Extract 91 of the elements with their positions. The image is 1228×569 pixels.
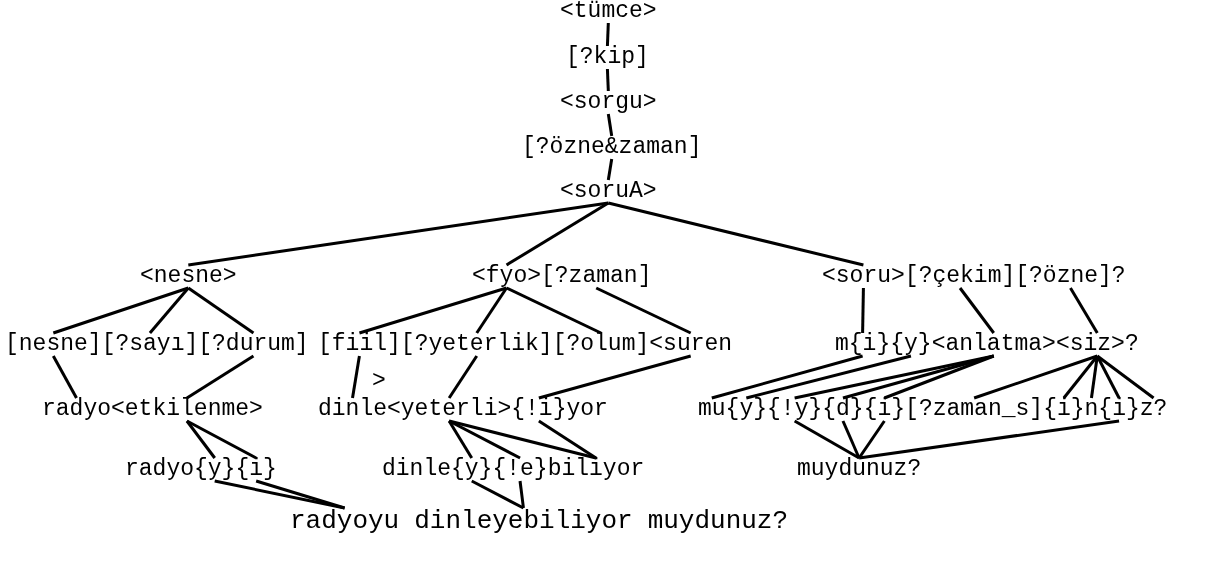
tree-line <box>1096 354 1155 400</box>
tree-node-label: {y} <box>194 458 236 481</box>
tree-node-label: <soru> <box>822 265 905 288</box>
tree-node-label: <suren <box>649 333 733 356</box>
tree-line <box>1095 355 1121 399</box>
tree-node-label: {!i} <box>511 398 567 421</box>
tree-node-label: <soruA> <box>560 180 657 203</box>
tree-node-label: [?olum] <box>552 333 650 356</box>
tree-line <box>471 479 525 510</box>
tree-line <box>475 287 508 334</box>
tree-node-label: muydunuz? <box>797 458 922 481</box>
tree-node-label: {y} <box>890 333 932 356</box>
tree-line <box>857 420 886 459</box>
tree-node-label: radyo <box>42 398 111 421</box>
tree-node-label: {!e} <box>492 458 548 481</box>
tree-line <box>861 287 865 334</box>
tree-line <box>793 419 860 460</box>
tree-node-label: <sorgu> <box>560 91 657 114</box>
tree-line <box>538 419 597 460</box>
tree-node-label: {y} <box>725 398 768 421</box>
tree-line <box>858 419 1120 460</box>
tree-node-label: <etkilenme> <box>111 398 263 421</box>
tree-line <box>52 286 189 335</box>
tree-node-label: {y} <box>451 458 493 481</box>
tree-node-label: {d} <box>822 398 864 421</box>
tree-line <box>841 420 861 459</box>
tree-node-label: [fiil] <box>318 333 401 356</box>
tree-line <box>351 355 361 399</box>
tree-node-label: [?zaman_s] <box>905 398 1044 421</box>
tree-line <box>606 113 614 137</box>
tree-text: dinle <box>382 458 451 481</box>
tree-line <box>52 355 78 399</box>
tree-node-label: n <box>1084 398 1099 421</box>
tree-line <box>187 286 255 335</box>
tree-line <box>607 201 864 267</box>
tree-node-label: [?sayı] <box>101 333 199 356</box>
tree-node-label: <siz>? <box>1055 333 1139 356</box>
tree-line <box>358 286 507 335</box>
tree-node-label: dinle <box>318 398 387 421</box>
tree-node-label: [?özne]? <box>1015 265 1126 288</box>
tree-line <box>148 287 190 334</box>
tree-line <box>447 420 473 459</box>
tree-line <box>973 354 1098 400</box>
tree-node-label: dinleyebiliyor <box>414 508 633 534</box>
tree-node-label: {!y} <box>767 398 823 421</box>
tree-line <box>606 158 614 181</box>
tree-node-label: {i} <box>1098 398 1140 421</box>
tree-node-label: m{i} <box>835 333 891 356</box>
tree-node-label: <tümce> <box>560 0 657 23</box>
tree-line <box>448 419 597 460</box>
tree-line <box>883 354 995 400</box>
tree-line <box>188 201 609 267</box>
tree-line <box>185 420 216 459</box>
tree-node-label: [?durum] <box>198 333 309 356</box>
tree-node-label: <anlatma> <box>931 333 1056 356</box>
tree-line <box>255 479 346 510</box>
tree-line <box>538 354 692 400</box>
tree-node-label: mu <box>698 398 726 421</box>
tree-node-label: {i} <box>235 458 277 481</box>
tree-line <box>605 68 610 92</box>
tree-node-label: {i} <box>863 398 906 421</box>
tree-node-label: [?yeterlik] <box>400 333 553 356</box>
tree-text: radyo <box>125 458 194 481</box>
tree-node-label: [?zaman] <box>541 265 652 288</box>
tree-line <box>745 354 912 400</box>
tree-line <box>595 286 692 335</box>
tree-node-label: z? <box>1139 398 1168 421</box>
tree-line <box>186 354 255 400</box>
tree-node-label: [?özne&zaman] <box>522 136 702 159</box>
tree-node-label: muydunuz? <box>647 508 789 534</box>
tree-line <box>186 419 257 460</box>
tree-node-label: [nesne] <box>5 333 102 356</box>
tree-node-label: {i} <box>1043 398 1085 421</box>
tree-node-label: <nesne> <box>140 265 237 288</box>
tree-line <box>711 354 863 400</box>
tree-line <box>1062 355 1099 399</box>
tree-line <box>505 286 602 335</box>
tree-line <box>958 287 995 334</box>
tree-node-label: <yeterli> <box>387 398 512 421</box>
tree-text: > <box>372 370 386 393</box>
tree-node-label: [?kip] <box>566 46 649 69</box>
tree-node-label: <fyo> <box>472 265 541 288</box>
tree-text: yor <box>566 398 608 421</box>
tree-node-label: [?çekim] <box>904 265 1016 288</box>
tree-line <box>518 480 525 509</box>
tree-line <box>447 355 478 399</box>
tree-line <box>1069 287 1099 334</box>
tree-node-label: biliyor <box>547 458 645 481</box>
tree-line <box>605 22 610 47</box>
tree-node-label: radyoyu <box>290 508 400 534</box>
tree-line <box>505 201 610 267</box>
